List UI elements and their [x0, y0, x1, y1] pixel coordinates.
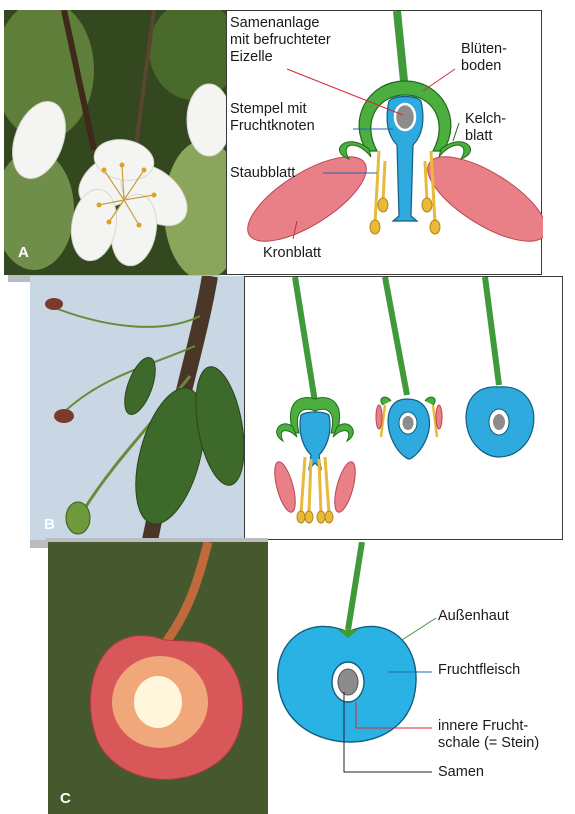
- stamen-left-2: [383, 161, 385, 201]
- panel-letter-a: A: [18, 244, 29, 261]
- panel-a: A: [0, 0, 575, 285]
- cherry-blossom-photo: A: [4, 10, 226, 275]
- label-samenanlage-2: mit befruchteter: [230, 32, 331, 49]
- development-stages: [245, 277, 564, 541]
- fruit-development-diagram: [244, 276, 563, 540]
- cherry-blossom-illustration: [4, 10, 226, 275]
- label-samenanlage-1: Samenanlage: [230, 15, 320, 32]
- cherry-cross-section-diagram: Außenhaut Fruchtfleisch innere Frucht- s…: [268, 542, 575, 814]
- panel-c: C Außenhaut Fruchtfleisch innere Frucht-…: [0, 538, 575, 814]
- flower-stem: [397, 11, 405, 91]
- anther-left-1: [370, 220, 380, 234]
- label-stempel-2: Fruchtknoten: [230, 118, 315, 135]
- label-samen: Samen: [438, 764, 484, 781]
- label-kelchblatt-2: blatt: [465, 128, 492, 145]
- panel-b: B: [0, 272, 575, 552]
- label-stempel-1: Stempel mit: [230, 101, 307, 118]
- panel-letter-c: C: [60, 790, 71, 807]
- leader-bluetenboden: [423, 69, 455, 91]
- label-bluetenboden-1: Blüten-: [461, 41, 507, 58]
- label-staubblatt: Staubblatt: [230, 165, 295, 182]
- cherry-stem: [348, 542, 362, 630]
- cut-cherry-photo: C: [48, 542, 268, 814]
- cherry-cross-section: [268, 542, 575, 814]
- cherry-fruit-set-photo: B: [30, 276, 244, 540]
- stage3-stem: [485, 277, 499, 385]
- label-kelchblatt-1: Kelch-: [465, 111, 506, 128]
- stage2-stem: [385, 277, 407, 395]
- label-kronblatt: Kronblatt: [263, 245, 321, 262]
- anther-right-1: [430, 220, 440, 234]
- anther-right-2: [422, 198, 432, 212]
- label-samenanlage-3: Eizelle: [230, 49, 273, 66]
- label-innere-1: innere Frucht-: [438, 718, 528, 735]
- label-innere-2: schale (= Stein): [438, 735, 539, 752]
- label-aussenhaut: Außenhaut: [438, 608, 509, 625]
- stamen-right-2: [425, 161, 427, 201]
- panel-letter-b: B: [44, 516, 55, 533]
- flower-diagram: Samenanlage mit befruchteter Eizelle Blü…: [226, 10, 542, 275]
- petal-left: [236, 141, 379, 257]
- leader-aussenhaut: [402, 618, 436, 640]
- cut-cherry-illustration: [48, 542, 268, 814]
- cherry-seed: [338, 669, 358, 695]
- label-fruchtfleisch: Fruchtfleisch: [438, 662, 520, 679]
- anther-left-2: [378, 198, 388, 212]
- stage1-stem: [295, 277, 315, 402]
- stamen-left-1: [375, 151, 379, 223]
- ovule: [395, 104, 415, 130]
- leader-kelchblatt: [453, 123, 459, 141]
- fruit-set-illustration: [30, 276, 244, 540]
- label-bluetenboden-2: boden: [461, 58, 501, 75]
